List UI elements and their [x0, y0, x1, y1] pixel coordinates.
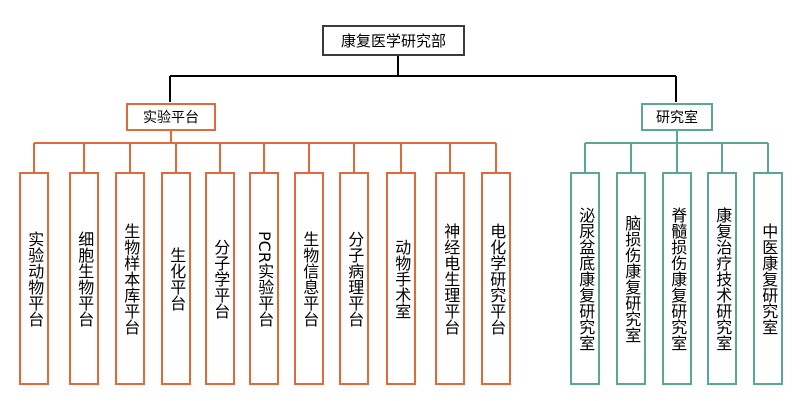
root-node: 康复医学研究部: [322, 25, 465, 56]
leaf-lab-2-label: 细胞生物平台: [75, 230, 95, 327]
leaf-lab-10: 神经电生理平台: [435, 172, 465, 385]
leaf-lab-5-label: 分子学平台: [211, 238, 231, 319]
branch-research-label: 研究室: [656, 110, 698, 126]
leaf-lab-11: 电化学研究平台: [481, 172, 511, 385]
research-connector-lines: [584, 131, 769, 172]
leaf-lab-4-label: 生化平台: [167, 246, 187, 311]
leaf-lab-6: PCR实验平台: [249, 172, 279, 385]
leaf-lab-8: 分子病理平台: [339, 172, 369, 385]
research-connectors-path: [584, 131, 769, 172]
leaf-research-4: 康复治疗技术研究室: [707, 172, 737, 385]
leaf-research-1: 泌尿盆底康复研究室: [570, 172, 600, 385]
leaf-lab-11-label: 电化学研究平台: [487, 222, 507, 335]
leaf-lab-2: 细胞生物平台: [69, 172, 99, 385]
leaf-research-3: 脊髓损伤康复研究室: [662, 172, 692, 385]
leaf-lab-9: 动物手术室: [386, 172, 416, 385]
leaf-lab-1-label: 实验动物平台: [25, 230, 45, 327]
leaf-lab-3: 生物样本库平台: [115, 172, 145, 385]
leaf-lab-7: 生物信息平台: [294, 172, 324, 385]
lab-connectors-path: [33, 131, 497, 172]
root-node-label: 康复医学研究部: [340, 32, 446, 50]
leaf-lab-3-label: 生物样本库平台: [121, 222, 141, 335]
root-connector-line: [169, 56, 677, 102]
leaf-lab-6-label: PCR实验平台: [255, 230, 275, 327]
branch-node-lab: 实验平台: [126, 103, 216, 131]
branch-node-research: 研究室: [641, 103, 713, 131]
leaf-lab-8-label: 分子病理平台: [345, 230, 365, 327]
leaf-research-5: 中医康复研究室: [753, 172, 783, 385]
leaf-research-1-label: 泌尿盆底康复研究室: [576, 206, 596, 351]
leaf-lab-5: 分子学平台: [205, 172, 235, 385]
branch-lab-label: 实验平台: [143, 110, 199, 126]
leaf-lab-7-label: 生物信息平台: [300, 230, 320, 327]
leaf-research-2-label: 脑损伤康复研究室: [622, 214, 642, 343]
leaf-research-4-label: 康复治疗技术研究室: [713, 206, 733, 351]
leaf-research-3-label: 脊髓损伤康复研究室: [668, 206, 688, 351]
leaf-research-2: 脑损伤康复研究室: [616, 172, 646, 385]
lab-connector-lines: [33, 131, 497, 172]
leaf-lab-9-label: 动物手术室: [392, 238, 412, 319]
leaf-lab-4: 生化平台: [161, 172, 191, 385]
leaf-lab-1: 实验动物平台: [19, 172, 49, 385]
leaf-research-5-label: 中医康复研究室: [759, 222, 779, 335]
leaf-lab-10-label: 神经电生理平台: [441, 222, 461, 335]
